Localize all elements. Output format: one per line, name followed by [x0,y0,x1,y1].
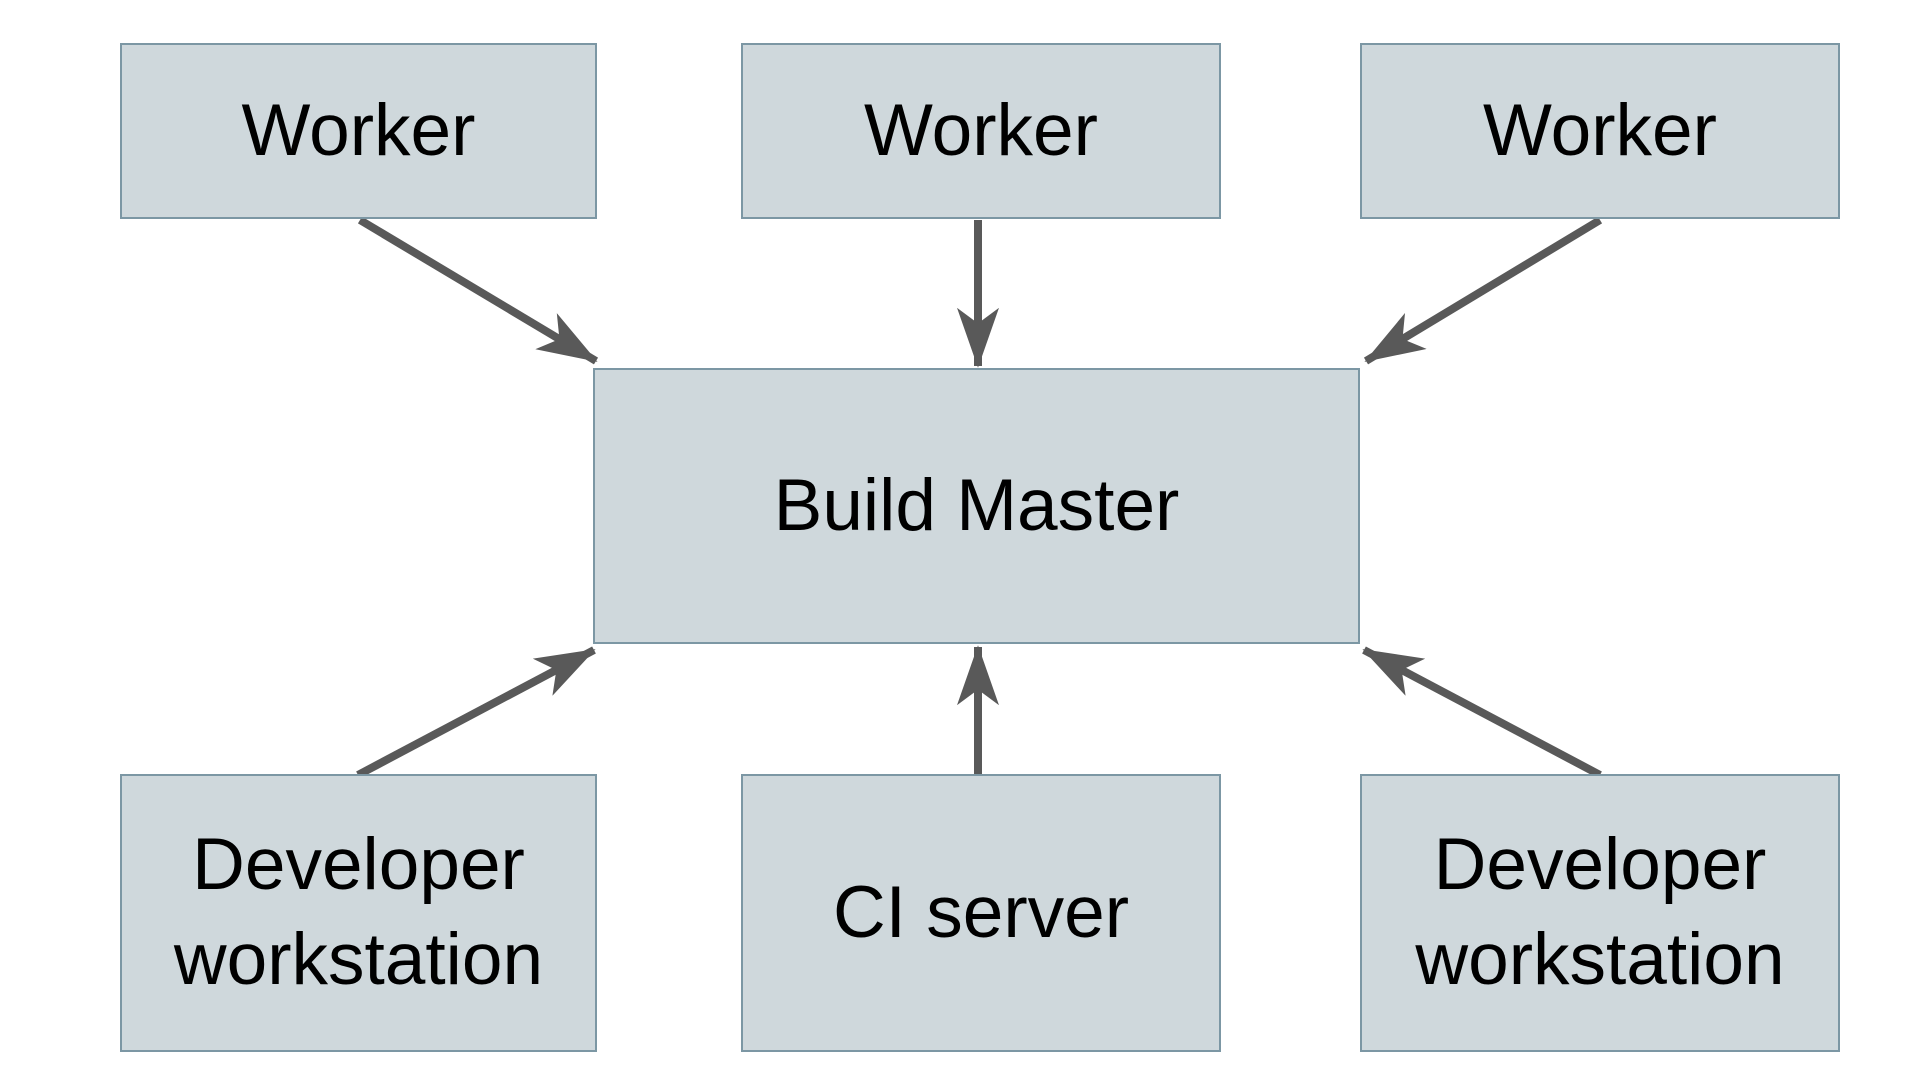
node-worker-3-label: Worker [1483,89,1717,171]
node-build-master: Build Master [593,368,1360,644]
node-ci-server-label: CI server [832,871,1130,953]
node-developer-workstation-left-label: Developer workstation [173,824,544,1000]
node-worker-1: Worker [120,43,597,219]
arrow-worker3-to-build-master [1363,216,1603,365]
node-worker-3: Worker [1360,43,1840,219]
node-developer-workstation-right-label: Developer workstation [1415,824,1785,1000]
arrow-dev-workstation-right-to-build-master [1362,646,1602,779]
node-worker-2-label: Worker [864,89,1098,171]
node-developer-workstation-left: Developer workstation [120,774,597,1052]
node-developer-workstation-right: Developer workstation [1360,774,1840,1052]
arrow-worker1-to-build-master [357,216,599,365]
node-ci-server: CI server [741,774,1221,1052]
node-worker-1-label: Worker [241,89,476,171]
arrow-dev-workstation-left-to-build-master [356,646,596,779]
node-worker-2: Worker [741,43,1221,219]
node-build-master-label: Build Master [773,464,1180,546]
